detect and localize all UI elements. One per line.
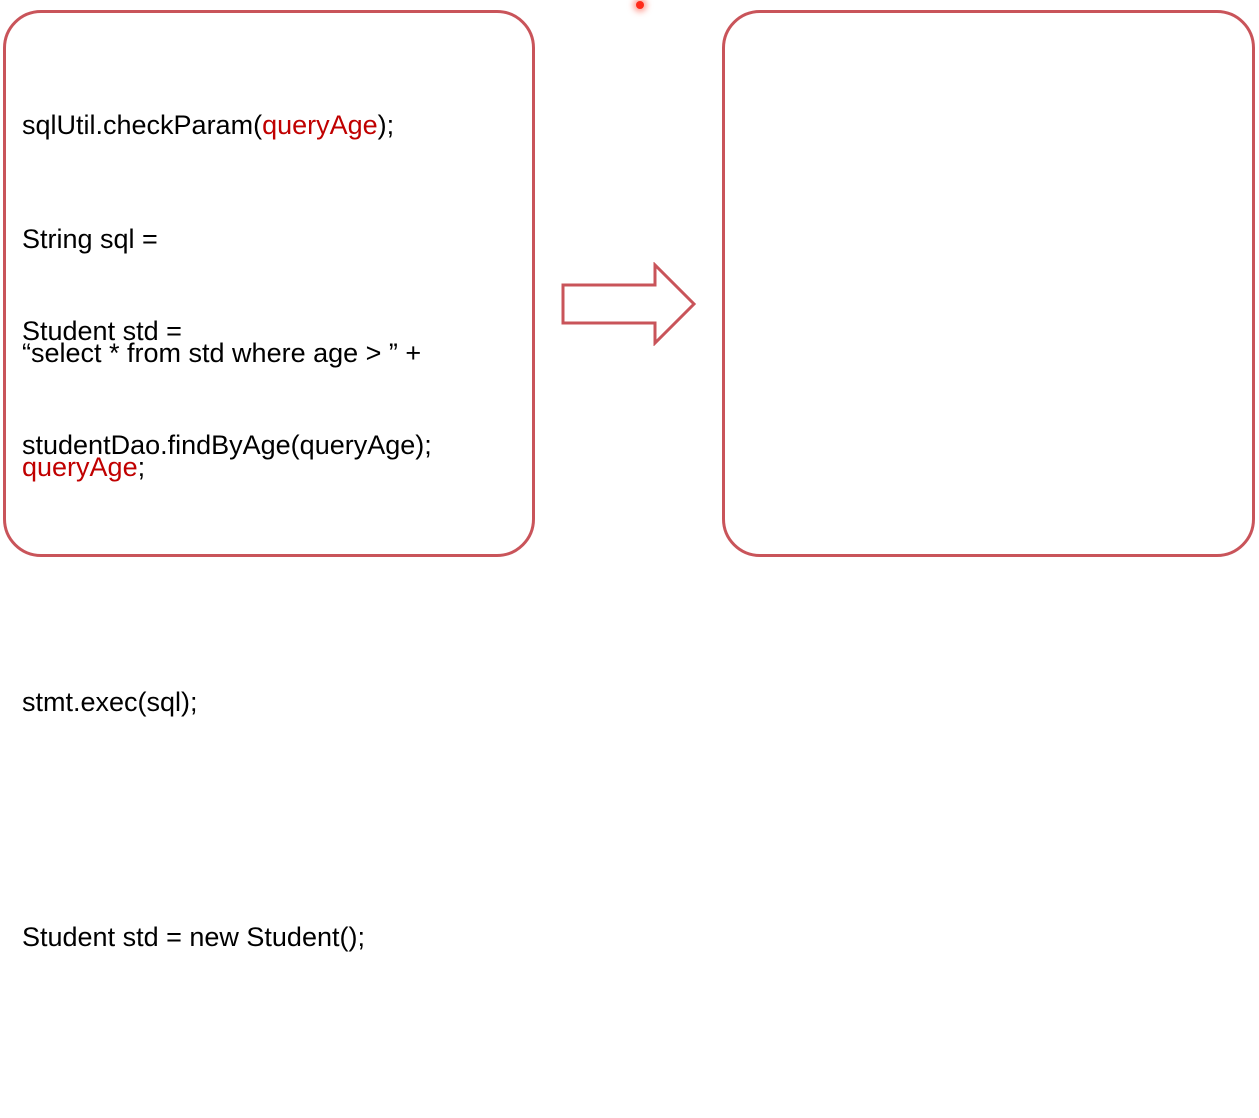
code-line: “select * from std where age > ” + (22, 338, 422, 368)
after-code-block: Student std = studentDao.findByAge(query… (22, 236, 432, 502)
code-line: studentDao.findByAge(queryAge); (22, 430, 432, 460)
right-arrow-icon (561, 262, 697, 346)
highlight-var: queryAge (22, 452, 138, 482)
before-code-block: sqlUtil.checkParam(queryAge); String sql… (22, 30, 421, 1118)
code-line: sqlUtil.checkParam(queryAge); (22, 110, 395, 140)
code-line: Student std = new Student(); (22, 922, 365, 952)
laser-pointer-dot (636, 1, 644, 9)
code-line: String sql = (22, 224, 158, 254)
highlight-var: queryAge (262, 110, 378, 140)
after-code-box (722, 10, 1255, 557)
code-line: queryAge; (22, 452, 146, 482)
before-code-box (3, 10, 535, 557)
code-line: stmt.exec(sql); (22, 687, 198, 717)
code-line: Student std = (22, 316, 182, 346)
